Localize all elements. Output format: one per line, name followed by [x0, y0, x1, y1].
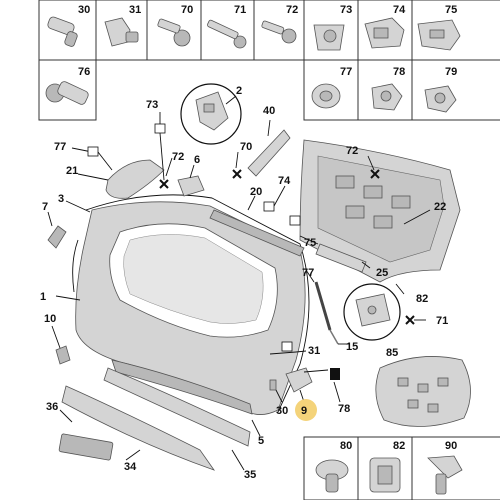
callout-label: 72 — [346, 145, 358, 157]
bracket-7 — [47, 225, 67, 249]
plug-76-icon — [45, 81, 89, 105]
callout-label: 3 — [58, 193, 64, 205]
grid-label: 77 — [340, 66, 352, 78]
grid-label: 73 — [340, 4, 352, 16]
fastener-31-icon — [104, 17, 139, 47]
callout-label: 22 — [434, 201, 446, 213]
callout-label: 30 — [276, 405, 288, 417]
connector-group-85 — [375, 356, 471, 427]
tailgate-assembly — [58, 194, 310, 471]
gas-strut-15 — [314, 281, 339, 345]
callout-label: 25 — [376, 267, 388, 279]
callout-label: 85 — [386, 347, 398, 359]
callout-label: 36 — [46, 401, 58, 413]
callout-labels: 73 2 40 77 72 6 21 70 3 20 74 72 22 7 75… — [40, 85, 448, 481]
fastener-30-icon — [47, 16, 78, 47]
nut-78-icon — [371, 83, 403, 111]
callout-label: 1 — [40, 291, 46, 303]
grid-label: 82 — [393, 440, 405, 452]
callout-label: 35 — [244, 469, 256, 481]
callout-label: 5 — [258, 435, 264, 447]
grommet-77-icon — [311, 83, 341, 109]
interior-panel-22 — [299, 139, 461, 283]
parts-grid-bottom — [303, 436, 500, 500]
grid-label: 79 — [445, 66, 457, 78]
callout-label: 71 — [436, 315, 448, 327]
grid-bottom-labels: 80 82 90 — [340, 440, 457, 452]
grid-label: 72 — [286, 4, 298, 16]
grid-label: 78 — [393, 66, 405, 78]
callout-label: 15 — [346, 341, 358, 353]
clip-82-icon — [369, 457, 401, 493]
grid-label: 70 — [181, 4, 193, 16]
marker-crosses — [159, 169, 415, 325]
clip-79-icon — [424, 85, 457, 113]
bolt-70-icon — [157, 18, 191, 47]
grid-label: 90 — [445, 440, 457, 452]
spoiler-40 — [247, 129, 291, 177]
lock-detail-circle — [343, 283, 401, 341]
grid-label: 74 — [393, 4, 406, 16]
callout-label: 9 — [301, 405, 307, 417]
callout-label: 72 — [172, 151, 184, 163]
clip-75-icon — [417, 19, 461, 51]
grid-label: 31 — [129, 4, 141, 16]
grid-label: 71 — [234, 4, 246, 16]
callout-label: 40 — [263, 105, 275, 117]
callout-label: 77 — [302, 267, 314, 279]
callout-label: 21 — [66, 165, 78, 177]
callout-label: 77 — [54, 141, 66, 153]
grid-label: 75 — [445, 4, 457, 16]
callout-label: 73 — [146, 99, 158, 111]
clip-73-icon — [313, 24, 345, 51]
bolt-90-icon — [427, 455, 463, 495]
cover-21 — [105, 159, 165, 199]
callout-label: 6 — [194, 154, 200, 166]
callout-label: 82 — [416, 293, 428, 305]
grid-label: 76 — [78, 66, 90, 78]
callout-label: 75 — [304, 237, 316, 249]
grid-top-labels: 30 31 70 71 72 73 74 75 76 77 78 79 — [78, 4, 457, 78]
bracket-75 — [315, 243, 367, 273]
latch-9 — [285, 367, 340, 393]
hinge-6 — [177, 175, 205, 197]
callout-label: 20 — [250, 186, 262, 198]
callout-label: 2 — [236, 85, 242, 97]
leader-lines — [47, 95, 431, 471]
callout-label: 74 — [278, 175, 291, 187]
callout-label: 34 — [124, 461, 137, 473]
screw-72-icon — [261, 20, 297, 44]
grid-label: 30 — [78, 4, 90, 16]
highlight-circle — [295, 399, 317, 421]
clip-74-icon — [364, 17, 405, 49]
part-10 — [55, 345, 71, 365]
grid-label: 80 — [340, 440, 352, 452]
hinge-detail-2 — [180, 83, 242, 145]
callout-label: 78 — [338, 403, 350, 415]
screw-30 — [269, 379, 277, 391]
rivet-80-icon — [315, 459, 349, 493]
callout-label: 31 — [308, 345, 320, 357]
bracket-20 — [209, 209, 305, 257]
parts-grid-top — [38, 0, 500, 121]
callout-label: 70 — [240, 141, 252, 153]
callout-label: 10 — [44, 313, 56, 325]
screw-71-icon — [207, 19, 247, 49]
callout-label: 7 — [42, 201, 48, 213]
rod-31 — [269, 351, 297, 355]
